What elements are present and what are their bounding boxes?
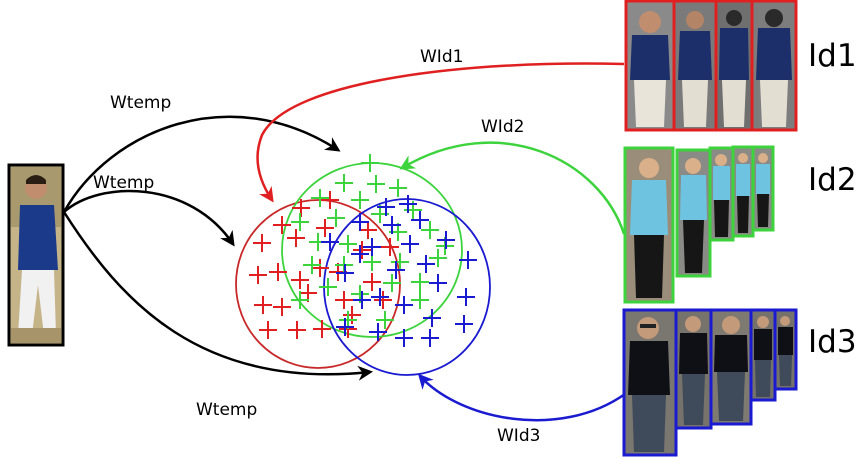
green-plus-marker: [311, 189, 329, 207]
blue-plus-marker: [369, 323, 387, 341]
blue-plus-marker: [321, 233, 339, 251]
wid3-label: WId3: [497, 426, 540, 446]
red-plus-marker: [273, 216, 291, 234]
id2-label: Id2: [808, 162, 857, 198]
green-plus-marker: [429, 249, 447, 267]
blue-plus-marker: [377, 198, 395, 216]
green-plus-marker: [327, 209, 345, 227]
red-plus-marker: [381, 238, 399, 256]
wtemp-arrow-bottom: [62, 211, 373, 381]
blue-plus-marker: [383, 216, 401, 234]
id1-cluster-circle: [235, 199, 401, 369]
red-plus-marker: [316, 219, 334, 237]
green-plus-marker: [303, 256, 321, 274]
wtemp-arrow-mid: [63, 189, 235, 247]
wid2-arrow: [399, 141, 626, 235]
blue-plus-marker: [336, 318, 354, 336]
id3-cluster-circle: [323, 198, 491, 376]
red-plus-marker: [321, 191, 339, 209]
green-plus-marker: [291, 213, 309, 231]
blue-plus-marker: [401, 235, 419, 253]
blue-plus-marker: [455, 315, 473, 333]
id3-gallery-photos: [622, 308, 798, 457]
blue-plus-marker: [417, 255, 435, 273]
red-plus-marker: [253, 234, 271, 252]
blue-plus-marker: [437, 231, 455, 249]
red-plus-marker: [291, 271, 309, 289]
blue-plus-marker: [411, 211, 429, 229]
green-plus-marker: [376, 311, 394, 329]
blue-plus-marker: [395, 296, 413, 314]
green-plus-marker: [351, 191, 369, 209]
green-plus-marker: [361, 154, 379, 172]
blue-plus-marker: [421, 329, 439, 347]
green-plus-marker: [389, 179, 407, 197]
red-plus-marker: [335, 291, 353, 309]
red-plus-marker: [259, 321, 277, 339]
sample-markers: [249, 154, 477, 347]
id3-label: Id3: [808, 324, 857, 360]
blue-plus-marker: [353, 291, 371, 309]
wid3-arrow: [417, 373, 626, 422]
wtemp-label-mid: Wtemp: [93, 173, 154, 193]
wtemp-label-top: Wtemp: [110, 93, 171, 113]
blue-plus-marker: [387, 261, 405, 279]
green-plus-marker: [421, 221, 439, 239]
green-plus-marker: [391, 253, 409, 271]
red-plus-marker: [374, 291, 392, 309]
wtemp-label-bottom: Wtemp: [196, 400, 257, 420]
red-plus-marker: [287, 229, 305, 247]
green-plus-marker: [335, 174, 353, 192]
red-plus-marker: [313, 320, 331, 338]
green-plus-marker: [411, 291, 429, 309]
blue-plus-marker: [363, 238, 381, 256]
blue-plus-marker: [336, 264, 354, 282]
id2-gallery-photos: [623, 145, 775, 304]
red-plus-marker: [363, 273, 381, 291]
blue-plus-marker: [399, 195, 417, 213]
red-plus-marker: [254, 296, 272, 314]
id1-gallery-photos: [624, 0, 798, 132]
green-plus-marker: [383, 274, 401, 292]
query-person-photo: [7, 163, 65, 347]
green-plus-marker: [319, 278, 337, 296]
wtemp-arrow-top: [62, 115, 341, 213]
green-plus-marker: [367, 175, 385, 193]
wid1-label: WId1: [420, 47, 463, 67]
red-plus-marker: [353, 241, 371, 259]
blue-plus-marker: [351, 213, 369, 231]
blue-plus-marker: [457, 288, 475, 306]
red-plus-marker: [311, 259, 329, 277]
id1-label: Id1: [808, 38, 857, 74]
green-plus-marker: [291, 291, 309, 309]
wid1-arrow: [256, 62, 625, 203]
red-plus-marker: [359, 221, 377, 239]
blue-plus-marker: [423, 309, 441, 327]
red-plus-marker: [273, 298, 291, 316]
red-plus-marker: [269, 263, 287, 281]
blue-plus-marker: [371, 288, 389, 306]
wid2-label: WId2: [481, 117, 524, 137]
blue-plus-marker: [395, 329, 413, 347]
green-plus-marker: [339, 235, 357, 253]
red-plus-marker: [249, 266, 267, 284]
blue-plus-marker: [459, 251, 477, 269]
red-plus-marker: [288, 321, 306, 339]
blue-plus-marker: [351, 245, 369, 263]
green-plus-marker: [411, 273, 429, 291]
blue-plus-marker: [429, 274, 447, 292]
